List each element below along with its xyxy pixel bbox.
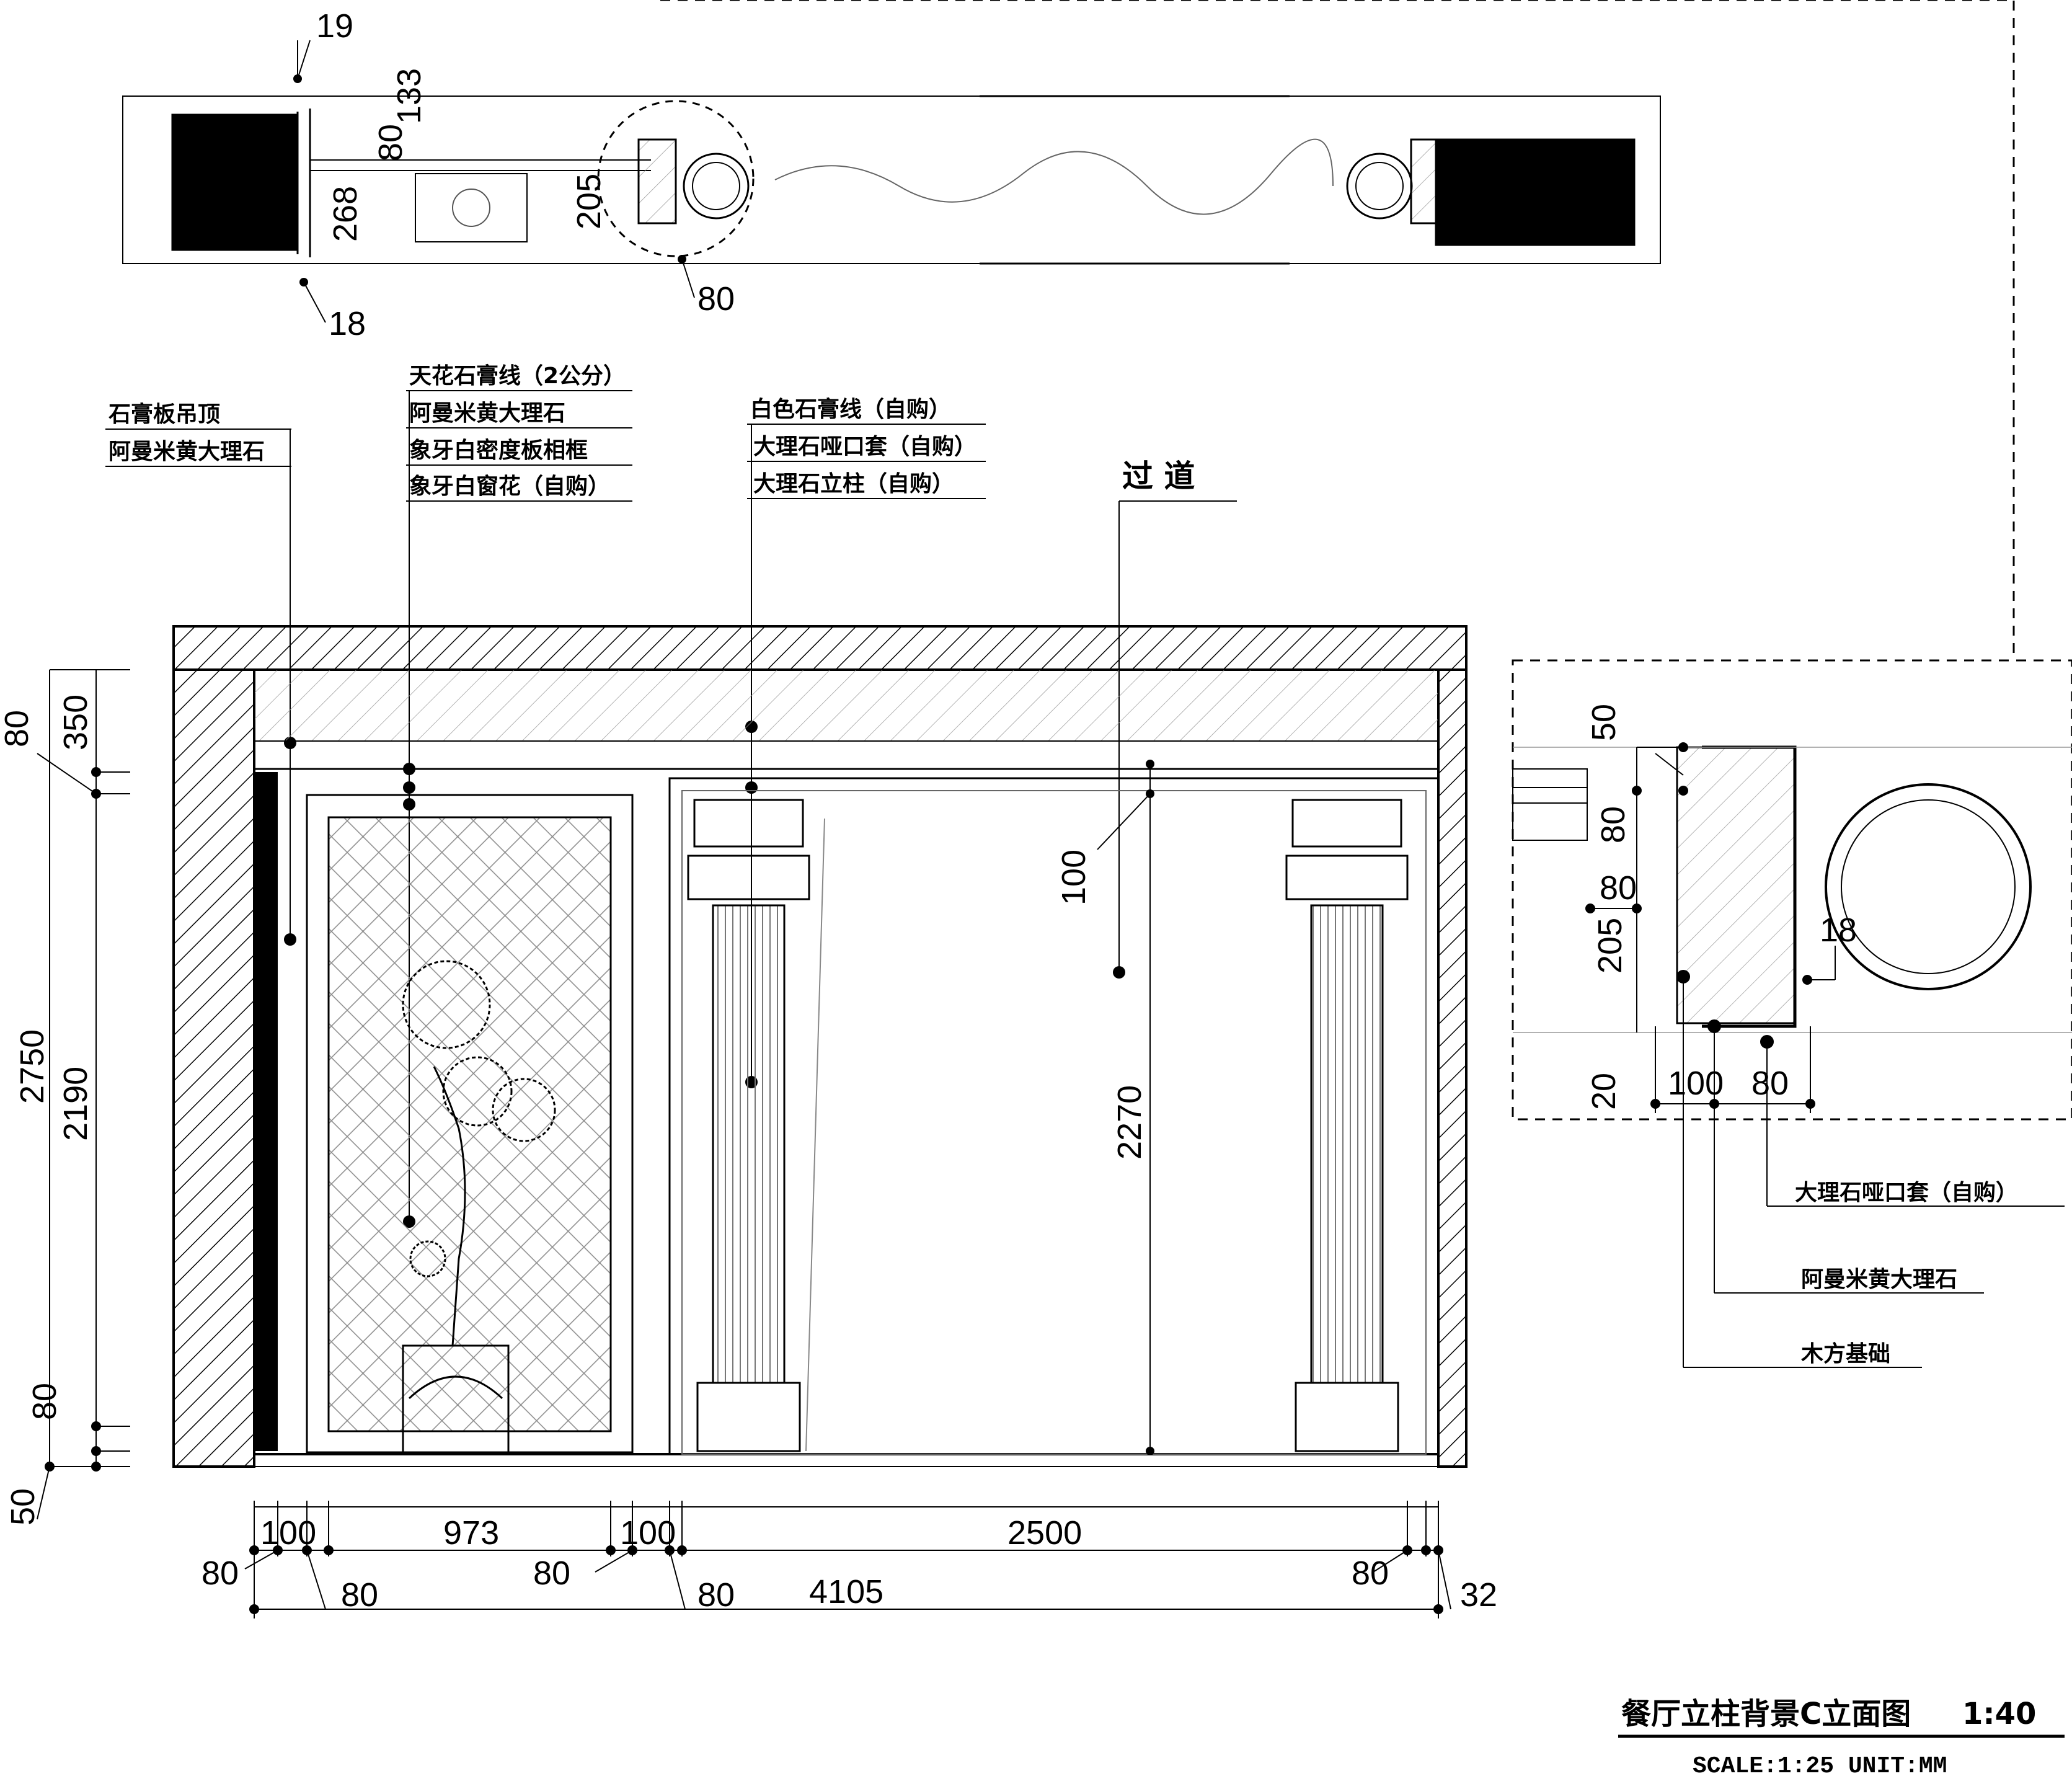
plan-dim-268: 268 [327,186,364,242]
dim-80-a: 80 [201,1555,239,1592]
plan-dim-19: 19 [316,7,353,45]
detail-dim-18: 18 [1820,912,1857,949]
detail-dim-80-c: 80 [1751,1065,1789,1102]
drawing-title: 餐厅立柱背景C立面图 [1621,1697,1911,1731]
dim-80-c: 80 [533,1555,570,1592]
column-right [1285,799,1409,1452]
label-frame: 象牙白密度板相框 [409,437,588,463]
dim-100-a: 100 [260,1514,316,1552]
dim-350: 350 [57,695,94,750]
label-window-flower: 象牙白窗花（自购） [409,474,610,499]
dim-2750: 2750 [14,1029,51,1104]
label-marble-left: 阿曼米黄大理石 [108,439,265,464]
main-elevation [172,625,1468,1468]
detail-dim-100: 100 [1668,1065,1724,1102]
dim-80-b: 80 [341,1576,378,1614]
drawing-ratio: 1:40 [1962,1697,2036,1731]
dim-2500: 2500 [1007,1514,1082,1552]
plan-dim-205: 205 [570,174,608,229]
detail-dim-20: 20 [1585,1073,1623,1110]
dim-80-e: 80 [1352,1555,1389,1592]
label-marble-door-frame: 大理石哑口套（自购） [753,434,976,460]
plan-dim-80b: 80 [697,280,735,317]
dim-32: 32 [1460,1576,1497,1614]
bottom-dimensions [244,1501,1451,1618]
plan-dim-133: 133 [391,68,428,124]
dim-2270: 2270 [1111,1085,1148,1160]
detail-leaders [1676,970,2065,1368]
dim-80-bottom: 80 [26,1383,63,1420]
dim-973: 973 [443,1514,499,1552]
dim-2190: 2190 [57,1067,94,1141]
label-marble-mid: 阿曼米黄大理石 [409,401,565,426]
title-block: 餐厅立柱背景C立面图 1:40 SCALE:1:25 UNIT:MM [1618,1697,2065,1776]
detail-label-door-frame: 大理石哑口套（自购） [1795,1180,2018,1205]
column-left [687,799,810,1452]
detail-dim-50: 50 [1585,704,1623,741]
dim-80-d: 80 [697,1576,735,1614]
plan-dimensions: 19 133 80 268 18 205 80 [293,7,735,342]
detail-dim-80-b: 80 [1600,869,1637,907]
leader-labels: 石膏板吊顶 阿曼米黄大理石 天花石膏线（2公分） 阿曼米黄大理石 象牙白密度板相… [105,363,1237,1228]
dim-4105: 4105 [809,1573,883,1610]
detail-view [1512,659,2072,1121]
dim-50: 50 [4,1488,42,1525]
label-marble-column: 大理石立柱（自购） [753,471,954,497]
dim-80-top: 80 [0,710,35,747]
detail-dim-205: 205 [1592,918,1629,974]
label-gypsum-ceiling: 石膏板吊顶 [108,402,220,427]
plan-dim-80: 80 [372,124,409,161]
left-dimensions [37,669,130,1520]
plan-dim-18: 18 [329,305,366,342]
detail-label-wood-base: 木方基础 [1801,1341,1890,1367]
label-ceiling-molding: 天花石膏线（2公分） [409,363,626,389]
dim-100-inner: 100 [1055,850,1092,905]
inner-dimensions: 100 2270 [1055,760,1154,1455]
detail-label-marble: 阿曼米黄大理石 [1801,1267,1957,1292]
label-white-molding: 白色石膏线（自购） [750,397,951,422]
dim-100-b: 100 [620,1514,676,1552]
detail-dim-80-a: 80 [1595,806,1632,843]
drawing-scale: SCALE:1:25 UNIT:MM [1693,1753,1947,1776]
label-passage: 过 道 [1122,458,1195,494]
plan-view [122,0,2015,660]
